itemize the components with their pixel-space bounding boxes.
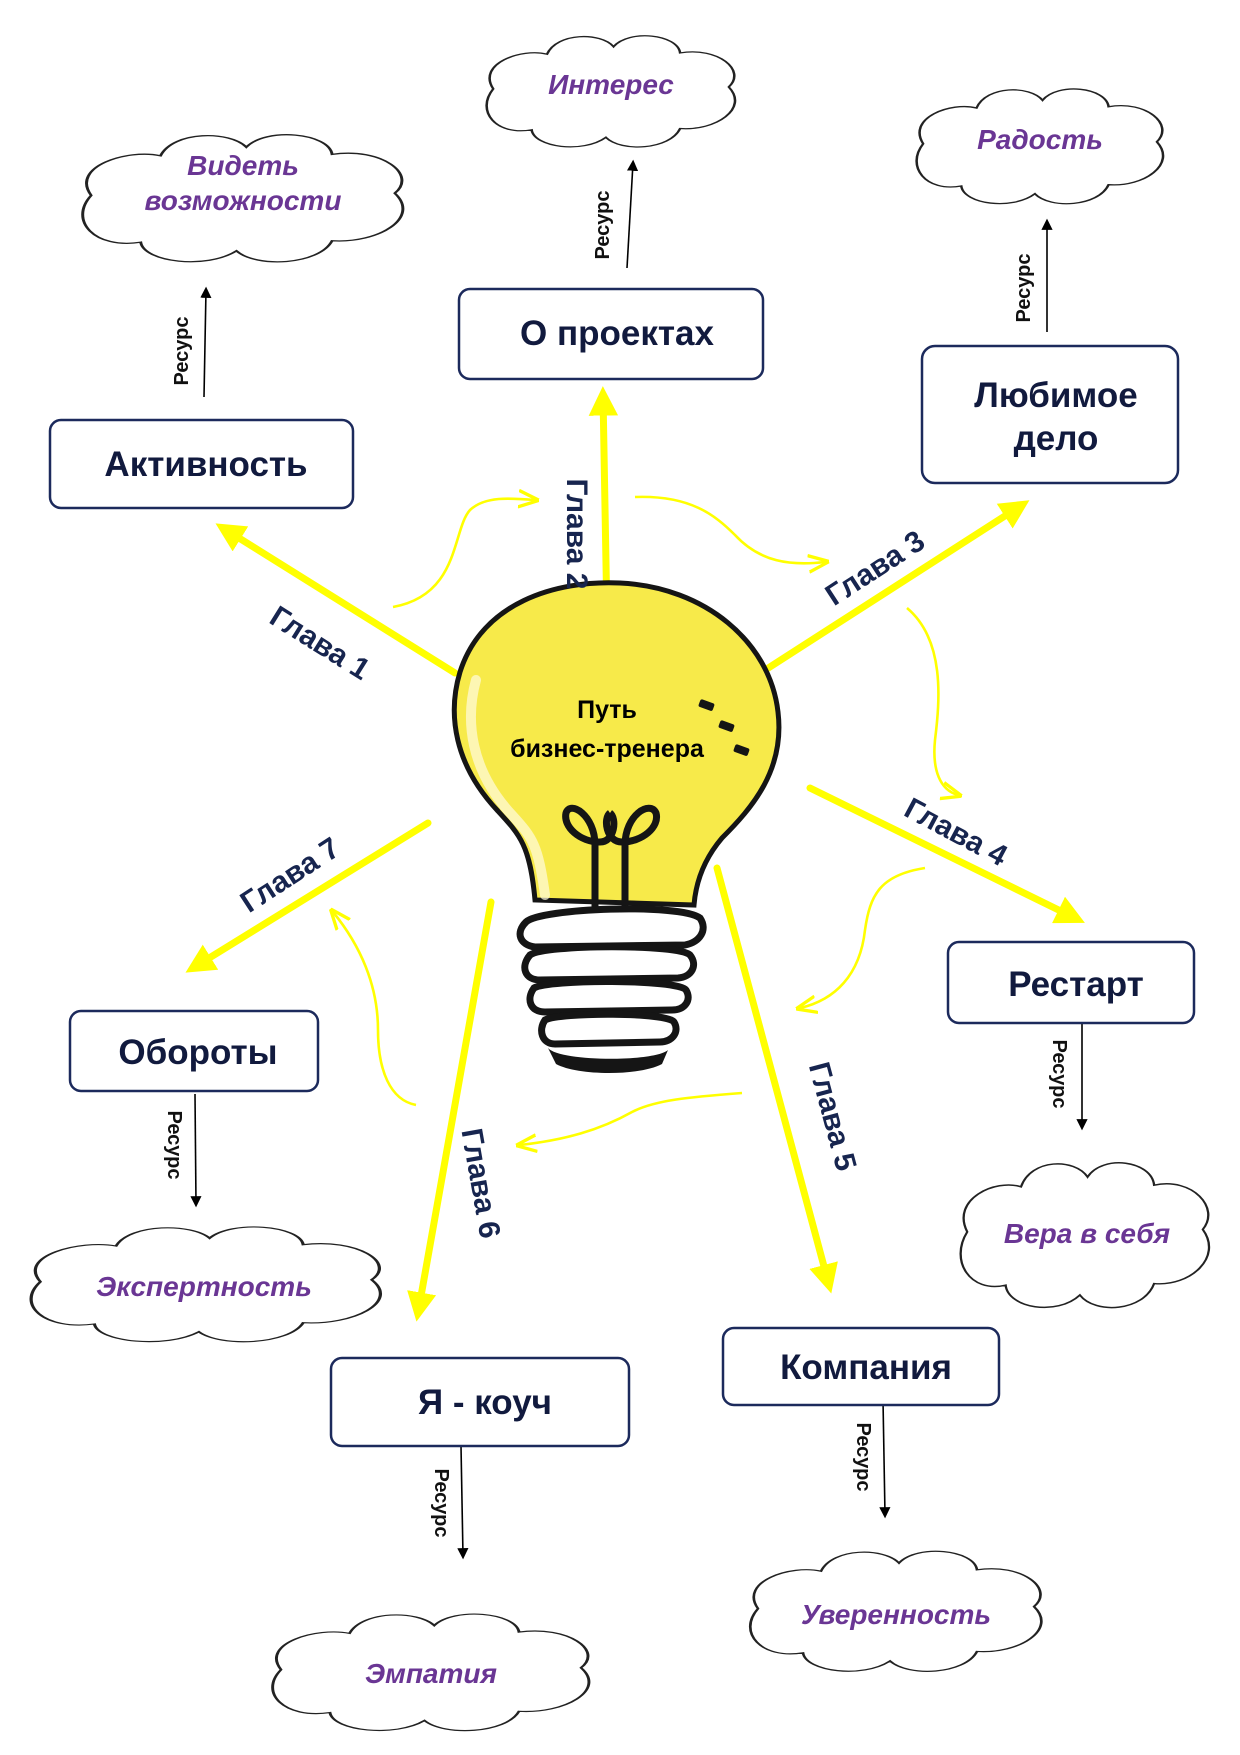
resource-arrow-6 (457, 1445, 469, 1560)
cloud-label-7: Экспертность (96, 1271, 312, 1302)
cloud-radost: Радость (917, 89, 1163, 204)
resource-label-3: Ресурс (1013, 253, 1035, 322)
box-label-5: Компания (780, 1348, 952, 1387)
chapter-arrow-3 (758, 500, 1030, 676)
resource-arrows (190, 159, 1088, 1560)
center-title-line1: Путь (577, 696, 637, 724)
cloud-interes: Интерес (487, 36, 735, 147)
box-oboroty: Обороты (68, 1009, 320, 1093)
cloud-label-5: Уверенность (801, 1599, 991, 1630)
chapter-label-5: Глава 5 (802, 1059, 863, 1175)
box-o-proektakh: О проектах (457, 287, 765, 381)
flow-curve-4-5 (800, 866, 926, 1008)
resource-arrow-1 (200, 286, 212, 398)
box-lyubimoe-delo: Любимое дело (920, 344, 1180, 485)
flow-curve-1-2 (392, 499, 535, 609)
box-label-3-line2: дело (1014, 419, 1099, 458)
cloud-label-1-line2: возможности (145, 185, 342, 216)
cloud-label-1-line1: Видеть (187, 150, 299, 181)
flow-curve-3-4 (906, 607, 958, 795)
chapter-arrow-7 (185, 819, 432, 973)
center-title-line2: бизнес-тренера (510, 735, 705, 763)
cloud-label-4: Вера в себя (1004, 1218, 1170, 1249)
cloud-label-3: Радость (977, 124, 1103, 155)
resource-arrow-2 (626, 159, 639, 269)
flow-curve-2-3 (634, 495, 825, 563)
chapter-arrow-5 (713, 864, 838, 1294)
chapter-flow-curves (333, 497, 958, 1145)
cloud-ekspertnost: Экспертность (31, 1227, 380, 1342)
chapter-label-2: Глава 2 (560, 478, 593, 589)
resource-clouds: Видеть возможности Интерес Радость Вера … (31, 36, 1209, 1731)
resource-arrow-5 (879, 1399, 891, 1519)
resource-label-2: Ресурс (592, 190, 614, 259)
chapter-arrow-6 (407, 898, 495, 1322)
box-label-6: Я - коуч (418, 1383, 552, 1422)
resource-labels: Ресурс Ресурс Ресурс Ресурс Ресурс Ресур… (163, 190, 1070, 1537)
box-ya-kouch: Я - коуч (329, 1356, 631, 1448)
bulb-filament (562, 804, 660, 915)
chapter-arrow-4 (806, 784, 1085, 924)
box-label-2: О проектах (520, 314, 714, 353)
box-aktivnost: Активность (48, 418, 355, 510)
light-bulb-icon: Путь бизнес-тренера (451, 580, 782, 1073)
box-label-7: Обороты (118, 1033, 277, 1072)
cloud-videt-vozmozhnosti: Видеть возможности (83, 135, 403, 262)
chapter-boxes: Активность О проектах Любимое дело Реста… (48, 287, 1196, 1448)
bulb-glass (451, 580, 782, 908)
resource-arrow-7 (190, 1093, 202, 1208)
cloud-label-2: Интерес (548, 69, 674, 100)
cloud-vera-v-sebya: Вера в себя (961, 1163, 1209, 1308)
resource-label-4: Ресурс (1048, 1039, 1070, 1108)
chapter-label-6: Глава 6 (454, 1126, 506, 1241)
resource-label-1: Ресурс (171, 316, 193, 385)
chapter-arrow-1 (215, 523, 459, 677)
box-label-4: Рестарт (1008, 965, 1144, 1004)
bulb-base (516, 905, 707, 1048)
box-label-3-line1: Любимое (974, 376, 1137, 415)
cloud-label-6: Эмпатия (365, 1658, 497, 1689)
cloud-empatiya: Эмпатия (273, 1614, 589, 1731)
box-kompaniya: Компания (721, 1326, 1001, 1407)
box-restart: Рестарт (946, 940, 1196, 1025)
resource-label-7: Ресурс (163, 1110, 185, 1179)
bulb-highlight-dashes (698, 699, 750, 756)
cloud-uverennost: Уверенность (750, 1551, 1041, 1671)
resource-label-6: Ресурс (430, 1468, 452, 1537)
flow-curve-5-6 (520, 1091, 743, 1145)
chapter-arrows (185, 386, 1085, 1322)
flow-curve-6-7 (333, 912, 417, 1107)
box-label-1: Активность (104, 445, 307, 484)
bulb-white-edge (466, 675, 550, 900)
resource-label-5: Ресурс (852, 1422, 874, 1491)
